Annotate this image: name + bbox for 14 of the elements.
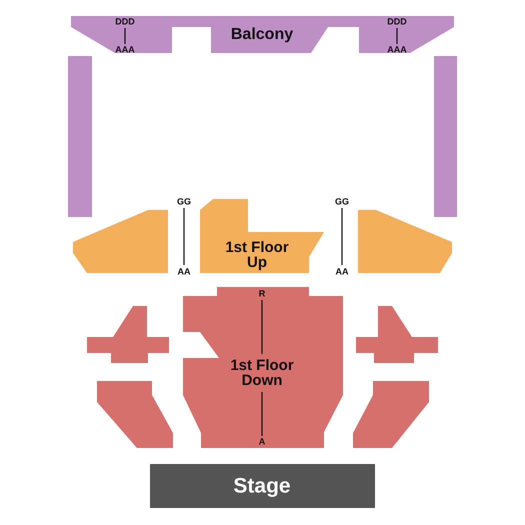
row-label: AA [178,268,190,276]
row-label: AAA [387,46,407,54]
row-label: A [258,438,266,446]
section-name: 1st Floor Up [224,240,290,270]
stage-label: Stage [233,476,291,496]
row-label: R [258,290,266,298]
row-label: GG [177,198,191,206]
row-label: AAA [115,46,135,54]
row-label: DDD [387,18,407,26]
row-label: DDD [115,18,135,26]
row-label: AA [336,268,348,276]
section-name: Balcony [230,27,294,43]
section-name: 1st Floor Down [229,358,295,388]
row-label: GG [335,198,349,206]
